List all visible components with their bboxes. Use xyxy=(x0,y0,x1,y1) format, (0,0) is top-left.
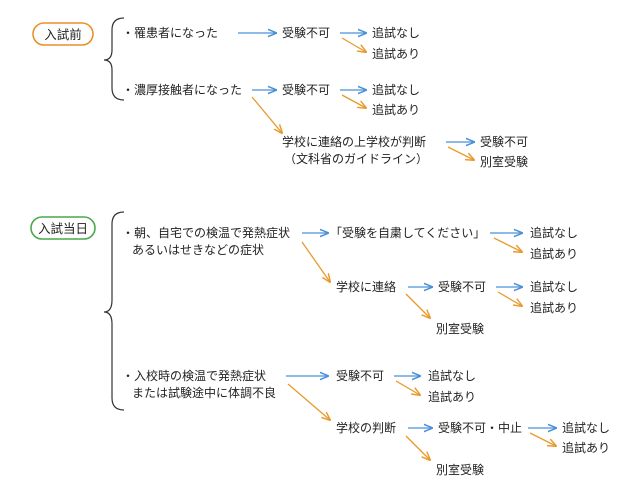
pre-exam-title: 入試前 xyxy=(44,27,82,42)
contact-school-judgement: 学校に連絡の上学校が判断 xyxy=(282,134,426,149)
entry-outcome: 受験不可 xyxy=(336,368,384,383)
contact-makeup-none: 追試なし xyxy=(530,279,578,294)
arrow-orange-contact-yes xyxy=(341,94,366,108)
arrow-orange-entry-school xyxy=(287,383,330,420)
arrow-orange-refrain-yes xyxy=(493,237,522,252)
exam-day-title: 入試当日 xyxy=(38,221,88,236)
arrow-orange-contact-separate xyxy=(405,293,430,318)
arrow-orange-judge-separate xyxy=(405,435,430,460)
judge-stop: 受験不可・中止 xyxy=(438,420,522,435)
infected-outcome: 受験不可 xyxy=(282,25,330,40)
contact-outcome: 受験不可 xyxy=(282,82,330,97)
home-fever-label-1: ・朝、自宅での検温で発熱症状 xyxy=(122,225,290,240)
entry-fever-label-1: ・入校時の検温で発熱症状 xyxy=(122,368,266,383)
home-fever-label-2: あるいはせきなどの症状 xyxy=(132,242,264,257)
arrow-orange-contact-school xyxy=(301,241,330,282)
infected-makeup-none: 追試なし xyxy=(372,25,420,40)
exam-day-pill xyxy=(30,216,96,240)
item-infected-label: ・罹患者になった xyxy=(122,26,218,40)
judge-makeup-yes: 追試あり xyxy=(562,440,610,455)
arrow-orange-contact-makeup-yes xyxy=(497,291,522,306)
contact-makeup-yes: 追試あり xyxy=(530,300,578,315)
arrow-orange-judge-separate xyxy=(447,146,474,160)
pre-exam-bracket xyxy=(103,17,125,101)
contact-makeup-yes: 追試あり xyxy=(372,102,420,117)
judge-separate-entry: 別室受験 xyxy=(436,462,484,477)
judge-no: 受験不可 xyxy=(480,134,528,149)
refrain-makeup-none: 追試なし xyxy=(530,225,578,240)
exam-day-bracket xyxy=(103,211,125,411)
section-exam-day: 入試当日 ・朝、自宅での検温で発熱症状 あるいはせきなどの症状 「受験を自粛して… xyxy=(30,211,610,477)
entry-makeup-none: 追試なし xyxy=(428,368,476,383)
section-pre-exam: 入試前 ・罹患者になった 受験不可 追試なし 追試あり ・濃厚接触者になった 受… xyxy=(32,17,528,169)
judge-separate: 別室受験 xyxy=(480,154,528,169)
arrow-orange-judge-makeup-yes xyxy=(529,432,556,446)
refrain-text: 「受験を自粛してください」 xyxy=(330,225,485,240)
arrow-orange-contact-school xyxy=(251,96,282,133)
pre-exam-pill xyxy=(32,22,94,46)
contact-makeup-none: 追試なし xyxy=(372,82,420,97)
refrain-makeup-yes: 追試あり xyxy=(530,246,578,261)
judge-makeup-none: 追試なし xyxy=(562,420,610,435)
contact-school-text: 学校に連絡 xyxy=(336,279,396,294)
arrow-orange-infected-yes xyxy=(341,37,366,52)
infected-makeup-yes: 追試あり xyxy=(372,46,420,61)
contact-no: 受験不可 xyxy=(438,279,486,294)
arrow-orange-entry-yes xyxy=(395,380,420,395)
entry-fever-label-2: または試験途中に体調不良 xyxy=(132,385,276,400)
item-close-contact-label: ・濃厚接触者になった xyxy=(122,82,242,97)
entry-makeup-yes: 追試あり xyxy=(428,389,476,404)
entry-school-judgement: 学校の判断 xyxy=(336,420,396,435)
contact-guideline: （文科省のガイドライン） xyxy=(284,151,428,166)
contact-separate: 別室受験 xyxy=(436,321,484,336)
